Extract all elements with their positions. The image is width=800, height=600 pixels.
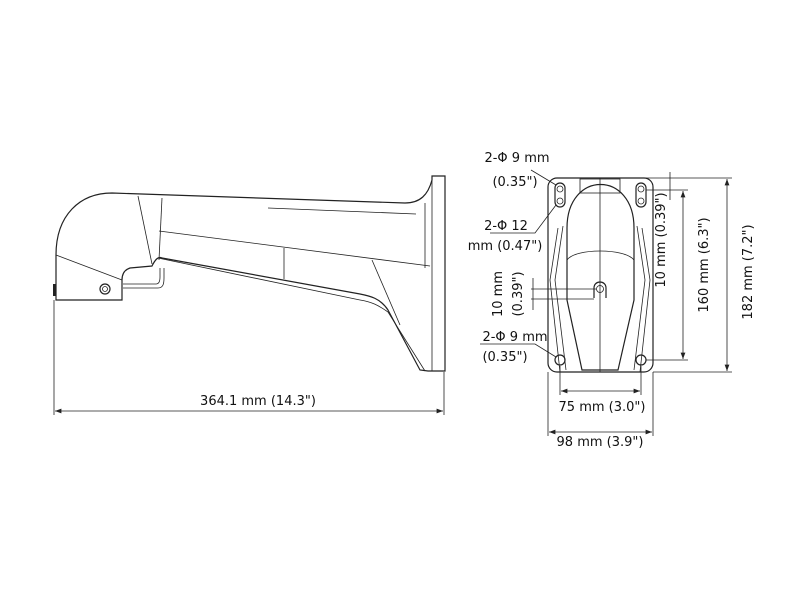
length-label: 364.1 mm (14.3") <box>200 394 316 409</box>
center-offset-label: 10 mm <box>491 271 506 317</box>
bracket-body-outline <box>55 175 446 372</box>
width-label: 98 mm (3.9") <box>557 435 644 450</box>
center-screw-icon <box>596 285 604 293</box>
bottom-holes-label-inch: (0.35") <box>482 350 527 365</box>
cable-right <box>639 227 651 373</box>
bottom-holes-label: 2-Φ 9 mm <box>482 330 547 345</box>
slot-hole-right <box>635 182 647 208</box>
side-tab <box>53 284 56 296</box>
center-offset-label-inch: (0.39") <box>511 271 526 316</box>
vertical-hole-spacing-label: 160 mm (6.3") <box>697 217 712 312</box>
top-holes-label: 2-Φ 9 mm <box>484 151 549 166</box>
leader-line <box>480 343 557 358</box>
mounting-plate <box>547 177 654 373</box>
bottom-hole-left <box>554 354 566 366</box>
top-recess <box>579 178 621 194</box>
arm-seam <box>371 259 401 326</box>
slot-label: 2-Φ 12 <box>484 219 528 234</box>
slot-label-inch: mm (0.47") <box>468 239 543 254</box>
arm-edge <box>158 230 431 267</box>
screw-icon <box>99 283 111 295</box>
cable-channel <box>123 268 165 289</box>
cable-left <box>554 225 567 371</box>
horizontal-hole-spacing-label: 75 mm (3.0") <box>559 400 646 415</box>
cable-right <box>633 225 646 371</box>
leader-line <box>490 204 557 234</box>
top-holes-label-inch: (0.35") <box>492 175 537 190</box>
arm-lower-edge <box>157 257 361 301</box>
cable-left <box>549 227 561 373</box>
body-edge <box>55 254 123 281</box>
top-ridge <box>267 207 417 215</box>
slot-hole-left <box>554 182 566 208</box>
screw-center <box>102 286 108 292</box>
cable-channel <box>123 268 161 285</box>
side-view: 364.1 mm (14.3") <box>53 175 446 415</box>
body-seam <box>137 195 153 265</box>
housing-seam <box>566 250 635 261</box>
body-seam <box>158 197 163 261</box>
height-label: 182 mm (7.2") <box>741 224 756 319</box>
top-offset-label: 10 mm (0.39") <box>654 192 669 287</box>
arm-curve <box>359 299 426 372</box>
front-view: 2-Φ 9 mm (0.35") 2-Φ 12 mm (0.47") 2-Φ 9… <box>468 151 756 450</box>
center-screw-boss <box>593 281 607 298</box>
dome-housing <box>566 183 635 371</box>
leader-line <box>530 169 557 186</box>
